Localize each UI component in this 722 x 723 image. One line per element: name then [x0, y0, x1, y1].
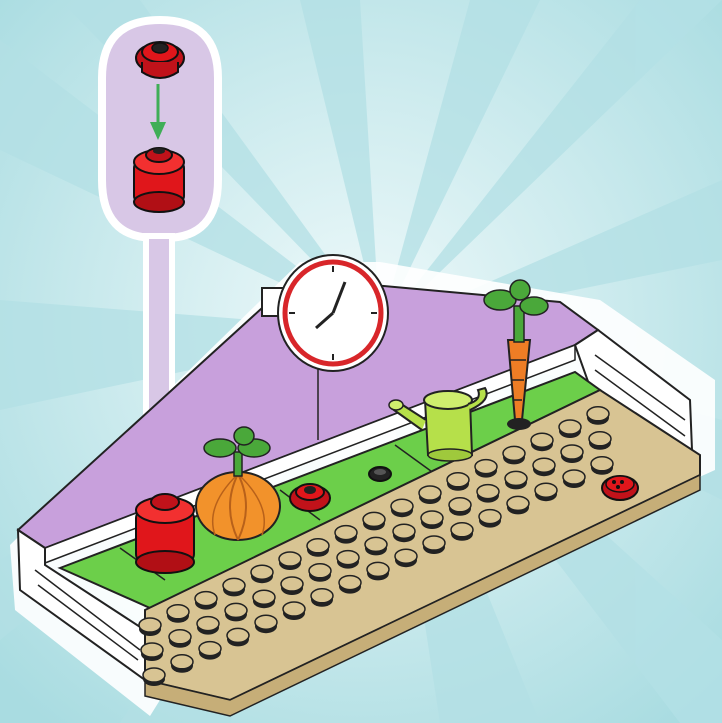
- stud: [139, 618, 161, 636]
- pumpkin-icon: [196, 427, 280, 540]
- stud: [255, 615, 277, 633]
- stud: [507, 496, 529, 514]
- stud: [393, 524, 415, 542]
- stud: [533, 458, 555, 476]
- stud: [195, 592, 217, 610]
- stud: [391, 499, 413, 517]
- stud: [451, 523, 473, 541]
- stud: [337, 551, 359, 569]
- stud: [449, 498, 471, 516]
- round-brick-icon: [134, 148, 184, 212]
- stud: [561, 445, 583, 463]
- stud: [223, 578, 245, 596]
- stud: [365, 537, 387, 555]
- stud: [475, 460, 497, 478]
- stud: [227, 628, 249, 646]
- stud: [197, 617, 219, 635]
- placed-round-brick: [136, 494, 194, 573]
- stud: [535, 483, 557, 501]
- stud: [587, 407, 609, 425]
- stud: [311, 589, 333, 607]
- ladybug-tile-icon: [602, 476, 638, 500]
- stud: [591, 457, 613, 475]
- stud: [419, 486, 441, 504]
- stud: [283, 602, 305, 620]
- stud: [339, 576, 361, 594]
- stud: [143, 668, 165, 686]
- stud: [563, 470, 585, 488]
- stud: [169, 630, 191, 648]
- stud: [167, 605, 189, 623]
- stud: [503, 446, 525, 464]
- black-tile: [369, 467, 391, 481]
- stud: [309, 564, 331, 582]
- stud: [477, 485, 499, 503]
- stud: [253, 590, 275, 608]
- stud: [281, 577, 303, 595]
- stud: [559, 420, 581, 438]
- stud: [225, 603, 247, 621]
- stud: [251, 565, 273, 583]
- stud: [171, 655, 193, 673]
- stud: [421, 511, 443, 529]
- stud: [479, 510, 501, 528]
- stud: [505, 471, 527, 489]
- stud: [141, 643, 163, 661]
- stud: [447, 473, 469, 491]
- callout-panel: [102, 20, 218, 238]
- stud: [531, 433, 553, 451]
- stud: [423, 536, 445, 554]
- stud: [363, 512, 385, 530]
- stud: [589, 432, 611, 450]
- stud: [279, 552, 301, 570]
- flower-brick-placed: [290, 484, 330, 511]
- stud: [307, 539, 329, 557]
- stud: [335, 526, 357, 544]
- stud: [367, 562, 389, 580]
- stud: [395, 549, 417, 567]
- flower-brick-icon: [136, 42, 184, 78]
- stud: [199, 642, 221, 660]
